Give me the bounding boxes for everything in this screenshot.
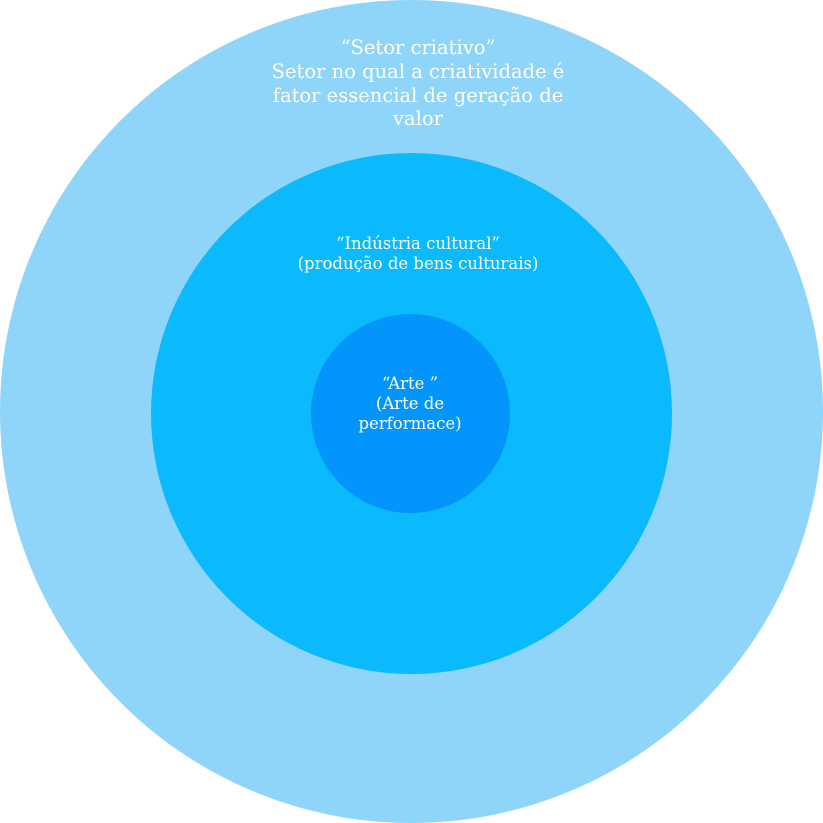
- outer-label-line: fator essencial de geração de: [272, 83, 564, 107]
- outer-label-line: Setor no qual a criatividade é: [271, 59, 565, 83]
- inner-circle-arte: [311, 314, 510, 513]
- middle-label-line: “Indústria cultural”: [336, 234, 500, 253]
- middle-circle-label: “Indústria cultural” (produção de bens c…: [230, 234, 606, 274]
- outer-label-line: valor: [393, 107, 443, 131]
- middle-label-line: (produção de bens culturais): [297, 254, 539, 274]
- inner-circle-label: “Arte ” (Arte de performace): [330, 374, 490, 434]
- inner-label-line: “Arte ”: [381, 374, 439, 393]
- outer-circle-label: “Setor criativo” Setor no qual a criativ…: [150, 36, 686, 131]
- inner-label-line: (Arte de: [375, 394, 445, 414]
- inner-label-line: performace): [358, 414, 462, 434]
- outer-label-line: “Setor criativo”: [340, 36, 496, 59]
